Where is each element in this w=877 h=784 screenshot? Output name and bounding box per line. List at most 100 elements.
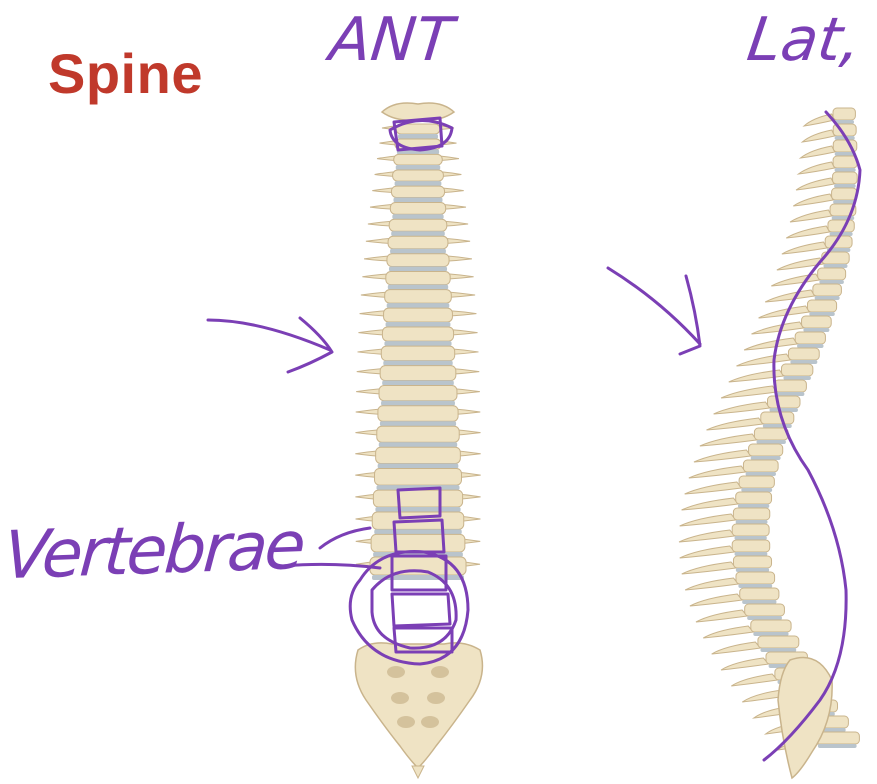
sacral-foramen — [427, 692, 445, 704]
vertebra-box-2 — [392, 518, 446, 554]
intervertebral-disc — [809, 312, 835, 316]
spinous-process — [720, 385, 778, 399]
intervertebral-disc — [834, 168, 856, 172]
lateral-curve-line — [762, 110, 862, 762]
spinous-process — [789, 209, 833, 223]
vertebral-body — [380, 345, 456, 362]
intervertebral-disc — [834, 120, 854, 124]
spinous-process — [695, 609, 749, 623]
spinous-process — [764, 289, 816, 303]
spinous-process — [742, 689, 789, 703]
intervertebral-disc — [797, 344, 824, 348]
intervertebral-disc — [390, 248, 446, 254]
vertebral-body — [374, 467, 462, 486]
sacral-foramen — [431, 666, 449, 678]
vertebral-body — [832, 155, 858, 169]
vertebral-body — [832, 107, 856, 121]
intervertebral-disc — [378, 442, 458, 448]
intervertebral-disc — [741, 488, 773, 492]
intervertebral-disc — [833, 200, 856, 204]
sacral-foramen — [391, 692, 409, 704]
vertebral-body — [744, 603, 785, 617]
vertebral-body — [787, 347, 820, 361]
vertebral-body — [767, 395, 801, 409]
intervertebral-disc — [762, 424, 792, 428]
lumbar-circle-outer — [348, 550, 470, 666]
intervertebral-disc — [383, 360, 453, 366]
vertebra-box-4 — [390, 592, 452, 628]
vertebral-body — [731, 523, 770, 537]
vertebral-body — [386, 253, 450, 268]
vertebral-body — [806, 299, 838, 313]
spinous-process — [681, 561, 737, 575]
intervertebral-disc — [737, 504, 770, 508]
intervertebral-disc — [375, 507, 461, 513]
arrow-lateral-head — [678, 274, 702, 356]
vertebral-body — [378, 385, 458, 402]
spinous-process — [736, 353, 792, 367]
intervertebral-disc — [387, 284, 449, 290]
vertebral-body — [381, 326, 455, 342]
vertebral-body — [393, 153, 443, 166]
vertebral-body — [757, 635, 800, 649]
vertebral-body — [735, 491, 773, 505]
vertebral-body — [827, 219, 855, 233]
sacral-foramen — [397, 716, 415, 728]
intervertebral-disc — [823, 264, 848, 268]
spinous-process — [796, 161, 836, 175]
vertebral-body — [389, 201, 447, 215]
intervertebral-disc — [783, 376, 811, 380]
vertebral-body — [773, 379, 807, 393]
vertebral-body — [801, 315, 832, 329]
intervertebral-disc — [769, 408, 798, 412]
annotation-ink — [206, 110, 862, 762]
intervertebral-disc — [735, 568, 770, 572]
vertebral-body — [753, 427, 789, 441]
spinous-process — [781, 241, 828, 255]
vertebral-body — [742, 459, 779, 473]
intervertebral-disc — [776, 392, 805, 396]
intervertebral-disc — [738, 584, 773, 588]
spinous-process — [699, 433, 758, 447]
vertebral-body — [387, 235, 449, 250]
vertebral-body — [385, 271, 451, 286]
intervertebral-disc — [392, 214, 444, 220]
vertebral-body — [377, 405, 459, 422]
vertebral-body — [739, 587, 780, 601]
vertebral-body — [831, 187, 858, 201]
arrow-lateral-icon — [606, 266, 702, 346]
sacrum-bone — [354, 642, 484, 770]
intervertebral-disc — [817, 744, 857, 748]
vertebral-body — [383, 307, 453, 323]
intervertebral-disc — [393, 197, 443, 203]
spinous-process — [771, 273, 821, 287]
spinous-process — [711, 641, 762, 655]
intervertebral-disc — [395, 165, 441, 171]
intervertebral-disc — [734, 552, 768, 556]
vertebra-box-1 — [396, 486, 442, 520]
intervertebral-disc — [382, 380, 454, 386]
spinous-process — [678, 529, 736, 543]
arrow-anterior-head — [286, 316, 334, 374]
intervertebral-disc — [790, 360, 818, 364]
intervertebral-disc — [814, 296, 840, 300]
spinous-process — [693, 449, 752, 463]
spinous-process — [688, 465, 747, 479]
spinous-process — [798, 145, 836, 159]
intervertebral-disc — [747, 616, 782, 620]
vertebral-body — [390, 185, 446, 198]
intervertebral-disc — [377, 463, 459, 469]
spinous-process — [679, 513, 737, 527]
spinous-process — [743, 337, 798, 351]
intervertebral-disc — [734, 536, 767, 540]
vertebral-body — [370, 533, 466, 553]
atlas-bone — [380, 102, 456, 122]
lumbar-circle-inner — [370, 569, 458, 650]
spinous-process — [713, 401, 771, 415]
vertebral-body — [384, 289, 452, 304]
intervertebral-disc — [742, 600, 777, 604]
intervertebral-disc — [379, 421, 457, 427]
intervertebral-disc — [826, 248, 851, 252]
spinous-process — [802, 113, 836, 127]
